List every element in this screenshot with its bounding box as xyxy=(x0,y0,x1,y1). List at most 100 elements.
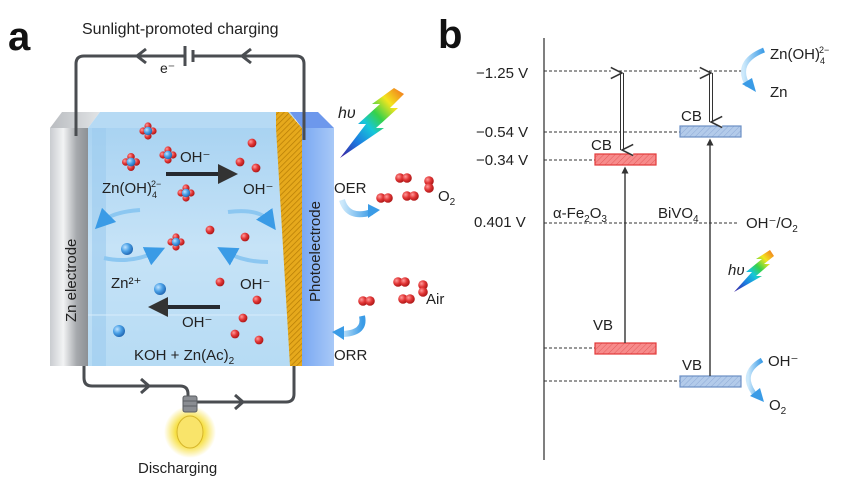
oh-oxidation-arrowhead xyxy=(750,388,764,402)
oxygen-atom xyxy=(383,193,393,203)
bivo4-cb-label: CB xyxy=(681,108,702,125)
zn-label-b: Zn xyxy=(770,84,788,101)
hydroxide-ion-icon xyxy=(240,232,250,242)
air-label: Air xyxy=(426,291,444,308)
oh-right-mid-label: OH⁻ xyxy=(240,276,270,293)
potential-label-neg125: −1.25 V xyxy=(476,65,528,82)
zinc-atom xyxy=(181,188,191,198)
zinc-atom xyxy=(143,126,153,136)
electrolyte-left-wall xyxy=(92,128,106,366)
bivo4-valence-band xyxy=(679,375,742,388)
zincate-molecule-icon xyxy=(167,233,185,251)
oxygen-atom xyxy=(400,277,410,287)
fe2o3-cb-label: CB xyxy=(591,137,612,154)
charging-title: Sunlight-promoted charging xyxy=(82,21,279,38)
zincate-reduction-arrow xyxy=(741,47,766,88)
oxygen-atom xyxy=(409,191,419,201)
oxygen-atom xyxy=(405,294,415,304)
zinc-ion-icon xyxy=(113,325,125,337)
oh-right-top-label: OH⁻ xyxy=(243,181,273,198)
oxygen-atom xyxy=(398,294,408,304)
hydroxide-ion-icon xyxy=(251,163,261,173)
hv-label-b: hυ xyxy=(728,262,745,279)
zn2-label: Zn²⁺ xyxy=(111,275,141,292)
hydroxide-ion-icon xyxy=(205,225,215,235)
oh-o2-couple-label: OH⁻/O2 xyxy=(746,215,798,235)
curved-arrow-upper-left xyxy=(94,207,141,230)
o2-molecule-icon xyxy=(402,191,419,201)
hydroxide-ion-icon xyxy=(247,138,257,148)
electrolyte-label: KOH + Zn(Ac)2 xyxy=(134,347,235,367)
light-bulb-icon xyxy=(164,395,216,458)
oxygen-atom xyxy=(424,183,434,193)
oxygen-atom xyxy=(376,193,386,203)
zinc-atom xyxy=(126,157,136,167)
zinc-ion-icon xyxy=(121,243,133,255)
hydroxide-ion-icon xyxy=(238,313,248,323)
o2-molecules-air xyxy=(358,277,428,306)
o2-molecule-icon xyxy=(418,280,428,297)
oxygen-atom xyxy=(424,176,434,186)
zincate-reduction-arrowhead xyxy=(742,78,756,92)
o2-molecule-icon xyxy=(424,176,434,193)
panel-a-letter: a xyxy=(8,15,31,59)
fe2o3-valence-band xyxy=(594,342,657,355)
zn-electrode xyxy=(50,128,88,366)
hydroxide-ion-icon xyxy=(254,335,264,345)
discharging-label: Discharging xyxy=(138,460,217,477)
bivo4-conduction-band xyxy=(679,125,742,138)
oxygen-atom xyxy=(393,277,403,287)
photoelectrode xyxy=(302,128,334,366)
hydroxide-ion-icon xyxy=(252,295,262,305)
sunlight-bolt-icon-b xyxy=(734,250,774,292)
discharge-arrow-left xyxy=(140,377,152,395)
electron-flow-arrow-right xyxy=(239,47,252,65)
potential-label-neg054: −0.54 V xyxy=(476,124,528,141)
oh-oxidation-arrow xyxy=(745,357,764,398)
oer-curved-arrow xyxy=(339,198,373,218)
zn-electrode-label: Zn electrode xyxy=(63,239,80,322)
photoelectrode-label: Photoelectrode xyxy=(307,201,324,302)
hydroxide-ion-icon xyxy=(235,157,245,167)
oh-label-b: OH⁻ xyxy=(768,353,798,370)
zincate-molecule-icon xyxy=(159,146,177,164)
hydroxide-ion-icon xyxy=(215,277,225,287)
o2-label-a: O2 xyxy=(438,188,456,208)
bivo4-label: BiVO4 xyxy=(658,205,699,225)
oer-arrowhead xyxy=(368,204,380,218)
o2-molecule-icon xyxy=(398,294,415,304)
curved-arrow-upper-right xyxy=(227,208,276,231)
orr-arrowhead xyxy=(332,326,344,340)
oh-arrow-bottom-label: OH⁻ xyxy=(182,314,212,331)
battery-gap xyxy=(186,52,192,60)
oh-arrow-top-label: OH⁻ xyxy=(180,149,210,166)
oxygen-atom xyxy=(358,296,368,306)
curved-arrow-lower-right xyxy=(217,247,269,266)
curved-arrow-lower-left xyxy=(103,247,166,266)
electron-label: e⁻ xyxy=(160,60,175,76)
oxygen-atom xyxy=(395,173,405,183)
fe2o3-label: α-Fe2O3 xyxy=(553,205,607,225)
hv-label-a: hυ xyxy=(338,105,356,122)
photoelectrode-top xyxy=(290,112,334,128)
o2-molecules-oer xyxy=(376,173,434,203)
o2-molecule-icon xyxy=(393,277,410,287)
orr-label: ORR xyxy=(334,347,368,364)
fe2o3-conduction-band xyxy=(594,153,657,166)
zincate-molecule-icon xyxy=(139,122,157,140)
panel-b: b −1.25 V −0.54 V −0.34 V 0.401 V CB VB … xyxy=(438,13,829,460)
ion-molecules xyxy=(113,122,264,345)
sunlight-bolt-icon-a xyxy=(340,88,404,158)
potential-label-0401: 0.401 V xyxy=(474,214,526,231)
o2-label-b: O2 xyxy=(769,397,787,417)
panel-a: a Sunlight-promoted charging e⁻ Zn elect… xyxy=(8,15,456,477)
zincate-label: Zn(OH)42− xyxy=(102,179,161,200)
zinc-atom xyxy=(171,237,181,247)
oxygen-atom xyxy=(402,173,412,183)
oxygen-atom xyxy=(418,280,428,290)
discharge-wire-left xyxy=(82,366,190,398)
hydroxide-ion-icon xyxy=(230,329,240,339)
discharge-arrow-right xyxy=(234,393,246,411)
panel-b-letter: b xyxy=(438,13,462,57)
oxygen-atom xyxy=(365,296,375,306)
